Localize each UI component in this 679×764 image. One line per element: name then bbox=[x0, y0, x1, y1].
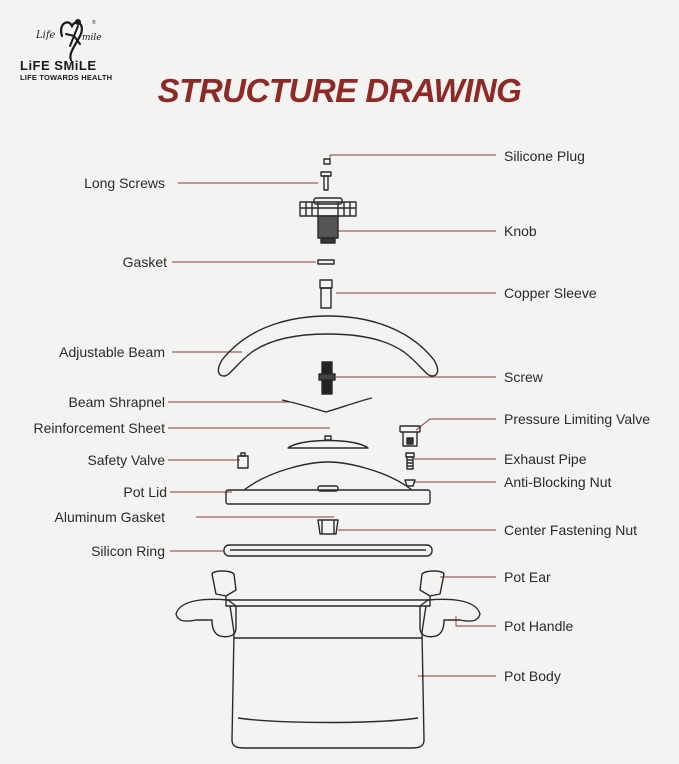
screw-icon bbox=[318, 361, 336, 395]
label-pot-lid: Pot Lid bbox=[123, 484, 167, 500]
adjustable-beam-icon bbox=[217, 315, 439, 377]
pot-handle-right-icon bbox=[419, 598, 481, 638]
leader-lines bbox=[168, 154, 496, 677]
pot-body-icon bbox=[225, 596, 431, 749]
silicon-ring-icon bbox=[223, 544, 433, 557]
gasket-icon bbox=[317, 259, 335, 265]
label-knob: Knob bbox=[504, 223, 537, 239]
center-fastening-nut-icon bbox=[317, 519, 339, 535]
label-exhaust-pipe: Exhaust Pipe bbox=[504, 451, 587, 467]
label-pot-ear: Pot Ear bbox=[504, 569, 551, 585]
brand-logo-icon: Life mile ® bbox=[35, 19, 102, 62]
label-aluminum-gasket: Aluminum Gasket bbox=[54, 509, 165, 525]
label-long-screws: Long Screws bbox=[84, 175, 165, 191]
pot-ear-left-icon bbox=[211, 570, 237, 597]
label-beam-shrapnel: Beam Shrapnel bbox=[68, 394, 165, 410]
label-safety-valve: Safety Valve bbox=[87, 452, 165, 468]
label-center-fastening-nut: Center Fastening Nut bbox=[504, 522, 638, 538]
svg-text:Life: Life bbox=[35, 30, 56, 41]
parts-drawing bbox=[175, 158, 481, 749]
label-pot-handle: Pot Handle bbox=[504, 618, 574, 634]
label-pressure-limiting-valve: Pressure Limiting Valve bbox=[504, 411, 651, 427]
page-title: STRUCTURE DRAWING bbox=[157, 72, 522, 109]
svg-text:mile: mile bbox=[82, 33, 102, 43]
label-anti-blocking-nut: Anti-Blocking Nut bbox=[504, 474, 612, 490]
brand-tagline: LIFE TOWARDS HEALTH bbox=[20, 73, 113, 82]
svg-text:®: ® bbox=[92, 19, 96, 26]
pot-handle-left-icon bbox=[175, 598, 237, 638]
label-silicon-ring: Silicon Ring bbox=[91, 543, 165, 559]
silicone-plug-icon bbox=[323, 158, 331, 165]
pressure-limiting-valve-icon bbox=[399, 425, 421, 447]
reinforcement-sheet-icon bbox=[287, 439, 369, 449]
pot-ear-right-icon bbox=[419, 570, 445, 597]
brand-name: LiFE SMiLE bbox=[20, 58, 97, 73]
anti-blocking-nut-icon bbox=[404, 479, 416, 487]
knob-icon bbox=[299, 197, 357, 244]
label-pot-body: Pot Body bbox=[504, 668, 561, 684]
exhaust-pipe-icon bbox=[405, 452, 415, 470]
safety-valve-icon bbox=[237, 452, 249, 469]
label-screw: Screw bbox=[504, 369, 543, 385]
copper-sleeve-icon bbox=[319, 279, 333, 309]
label-reinforcement-sheet: Reinforcement Sheet bbox=[33, 420, 165, 436]
pot-lid-icon bbox=[225, 461, 431, 505]
label-gasket: Gasket bbox=[122, 254, 167, 270]
label-copper-sleeve: Copper Sleeve bbox=[504, 285, 597, 301]
beam-shrapnel-icon bbox=[281, 397, 373, 413]
label-adjustable-beam: Adjustable Beam bbox=[59, 344, 165, 360]
label-silicone-plug: Silicone Plug bbox=[504, 148, 585, 164]
long-screw-icon bbox=[320, 171, 332, 191]
